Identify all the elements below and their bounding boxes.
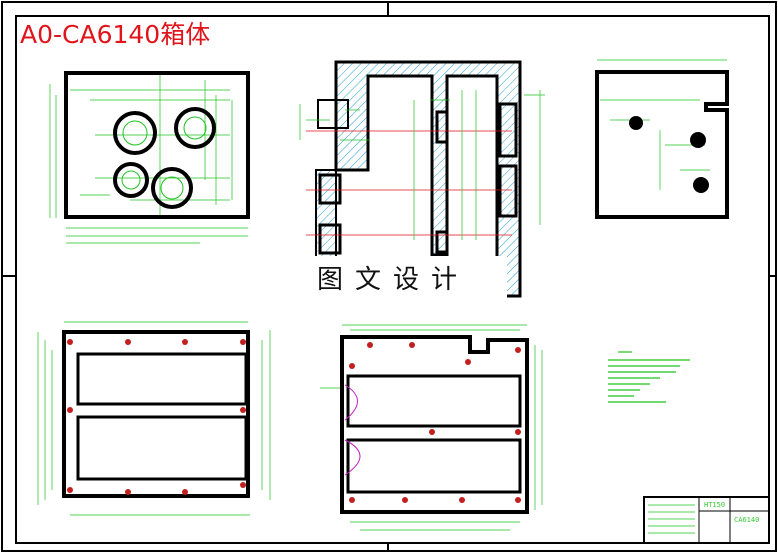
side-view xyxy=(595,59,729,219)
drawing-title: A0-CA6140箱体 xyxy=(20,20,211,49)
bottom-center-view xyxy=(320,324,543,531)
title-block xyxy=(643,496,770,544)
title-block-part: CA6140 xyxy=(734,516,760,524)
title-block-material: HT150 xyxy=(704,501,726,509)
bottom-left-view xyxy=(37,321,271,516)
watermark-text: 图文设计 xyxy=(307,256,507,298)
technical-notes xyxy=(608,351,690,403)
top-view xyxy=(49,71,250,244)
